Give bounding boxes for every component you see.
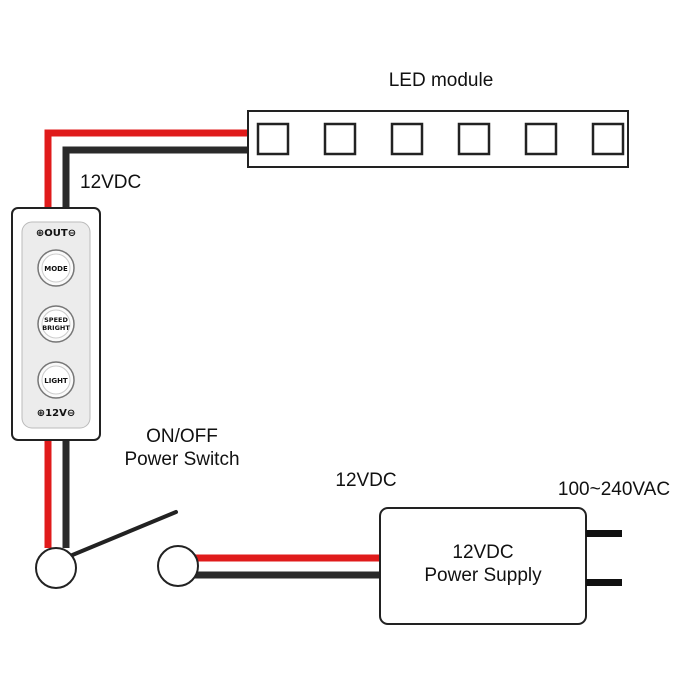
led-module bbox=[247, 110, 629, 168]
power-supply-box bbox=[379, 507, 587, 625]
mode-button-label: MODE bbox=[44, 265, 68, 273]
led-module-label: LED module bbox=[389, 70, 494, 91]
negative-wire-to-led bbox=[62, 146, 248, 210]
led-voltage-label: 12VDC bbox=[80, 172, 141, 193]
led-chip-3 bbox=[390, 122, 424, 156]
light-button[interactable]: LIGHT bbox=[37, 361, 75, 399]
supply-voltage-label: 12VDC bbox=[335, 470, 396, 491]
switch-terminal-right bbox=[157, 545, 199, 587]
led-chip-6 bbox=[591, 122, 625, 156]
mode-button[interactable]: MODE bbox=[37, 249, 75, 287]
controller-in-label: ⊕12V⊖ bbox=[37, 408, 75, 419]
ac-prong-bottom bbox=[586, 579, 622, 586]
positive-wire-to-led bbox=[44, 129, 248, 210]
controller-out-label: ⊕OUT⊖ bbox=[36, 228, 76, 239]
switch-lever bbox=[68, 510, 178, 558]
led-chip-4 bbox=[457, 122, 491, 156]
switch-terminal-left bbox=[35, 547, 77, 589]
led-chip-1 bbox=[256, 122, 290, 156]
led-chip-2 bbox=[323, 122, 357, 156]
ac-prong-top bbox=[586, 530, 622, 537]
light-button-label: LIGHT bbox=[44, 377, 68, 385]
led-chip-5 bbox=[524, 122, 558, 156]
ac-input-label: 100~240VAC bbox=[558, 479, 670, 500]
